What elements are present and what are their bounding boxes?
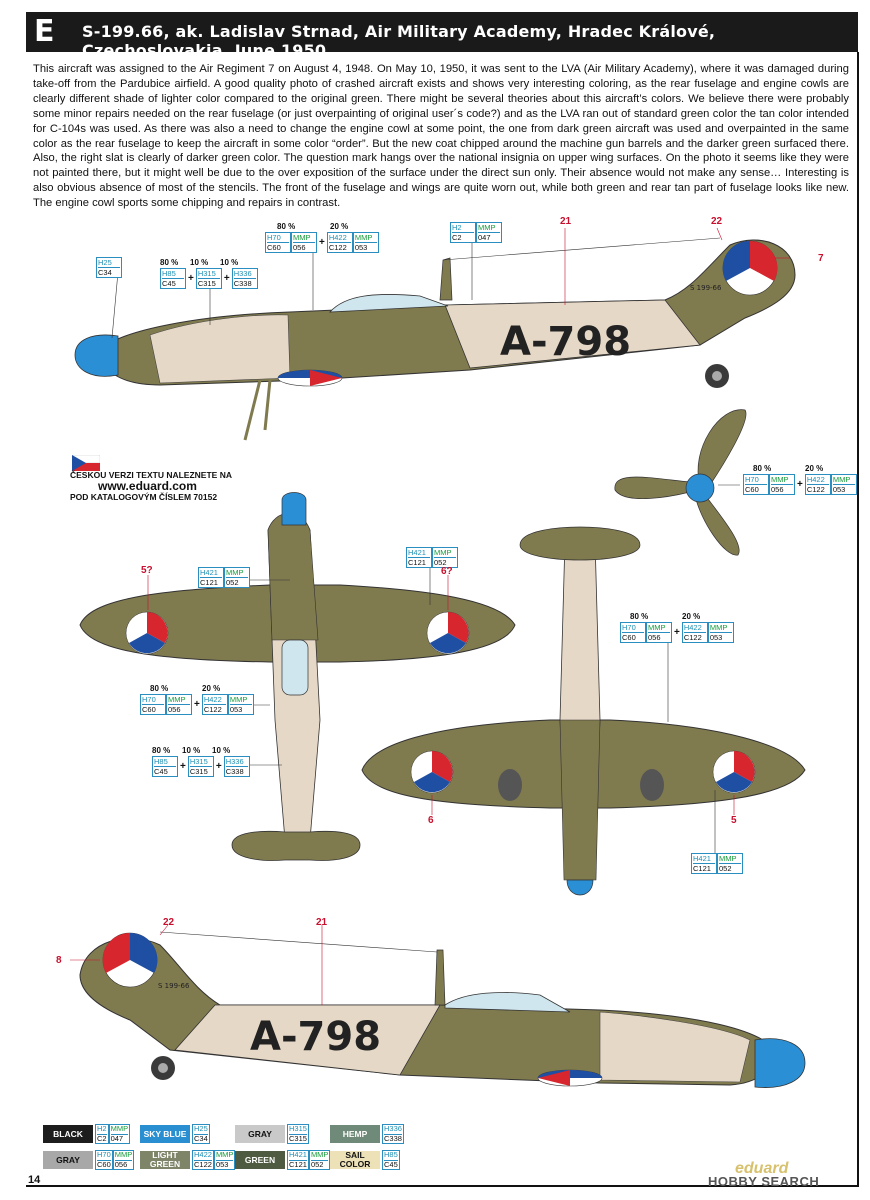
frame-bottom <box>26 1185 859 1187</box>
legend-swatch: LIGHT GREEN <box>140 1151 190 1169</box>
description-text: This aircraft was assigned to the Air Re… <box>33 63 849 210</box>
legend-swatch: GRAY <box>43 1151 93 1169</box>
marking-number-6: 6 <box>428 815 434 826</box>
serial-bottom: S 199-66 <box>158 982 190 990</box>
marking-number-8: 8 <box>56 955 62 966</box>
eduard-logo: eduard <box>735 1160 789 1177</box>
cz-note-line1: ČESKOU VERZI TEXTU NALEZNETE NA <box>70 470 232 480</box>
section-title: S-199.66, ak. Ladislav Strnad, Air Milit… <box>82 22 716 60</box>
legend-swatch: GREEN <box>235 1151 285 1169</box>
legend-swatch: BLACK <box>43 1125 93 1143</box>
propeller-front-view <box>614 409 747 556</box>
section-letter: E <box>34 14 55 49</box>
marking-number-5q: 5? <box>141 565 153 576</box>
serial-top: S 199-66 <box>690 284 722 292</box>
legend-swatch: HEMP <box>330 1125 380 1143</box>
section-header: E S-199.66, ak. Ladislav Strnad, Air Mil… <box>26 12 858 60</box>
czech-version-note: ČESKOU VERZI TEXTU NALEZNETE NA www.edua… <box>70 470 290 503</box>
side-view-left: A-798 S 199-66 <box>74 237 796 441</box>
bottom-view <box>361 526 806 896</box>
cz-note-url[interactable]: www.eduard.com <box>98 479 197 493</box>
leader-lines <box>70 227 790 1005</box>
czech-flag-icon <box>72 455 100 471</box>
page-number: 14 <box>28 1174 41 1186</box>
legend-swatch: GRAY <box>235 1125 285 1143</box>
side-view-right: A-798 S 199-66 <box>79 931 806 1088</box>
frame-right <box>857 52 859 1187</box>
marking-number-22-bottom: 22 <box>163 917 175 928</box>
marking-number-22-top: 22 <box>711 216 723 227</box>
marking-number-7: 7 <box>818 253 824 264</box>
aircraft-code-bottom: A-798 <box>250 1014 381 1060</box>
marking-number-6q: 6? <box>441 566 453 577</box>
marking-number-5: 5 <box>731 815 737 826</box>
aircraft-code-top: A-798 <box>500 319 631 365</box>
cz-note-line3: POD KATALOGOVÝM ČÍSLEM 70152 <box>70 492 218 502</box>
hobby-search-watermark: HOBBY SEARCH <box>708 1174 820 1189</box>
top-view <box>79 492 516 861</box>
legend-swatch: SKY BLUE <box>140 1125 190 1143</box>
marking-number-21-top: 21 <box>560 216 572 227</box>
marking-number-21-bottom: 21 <box>316 917 328 928</box>
legend-swatch: SAIL COLOR <box>330 1151 380 1169</box>
